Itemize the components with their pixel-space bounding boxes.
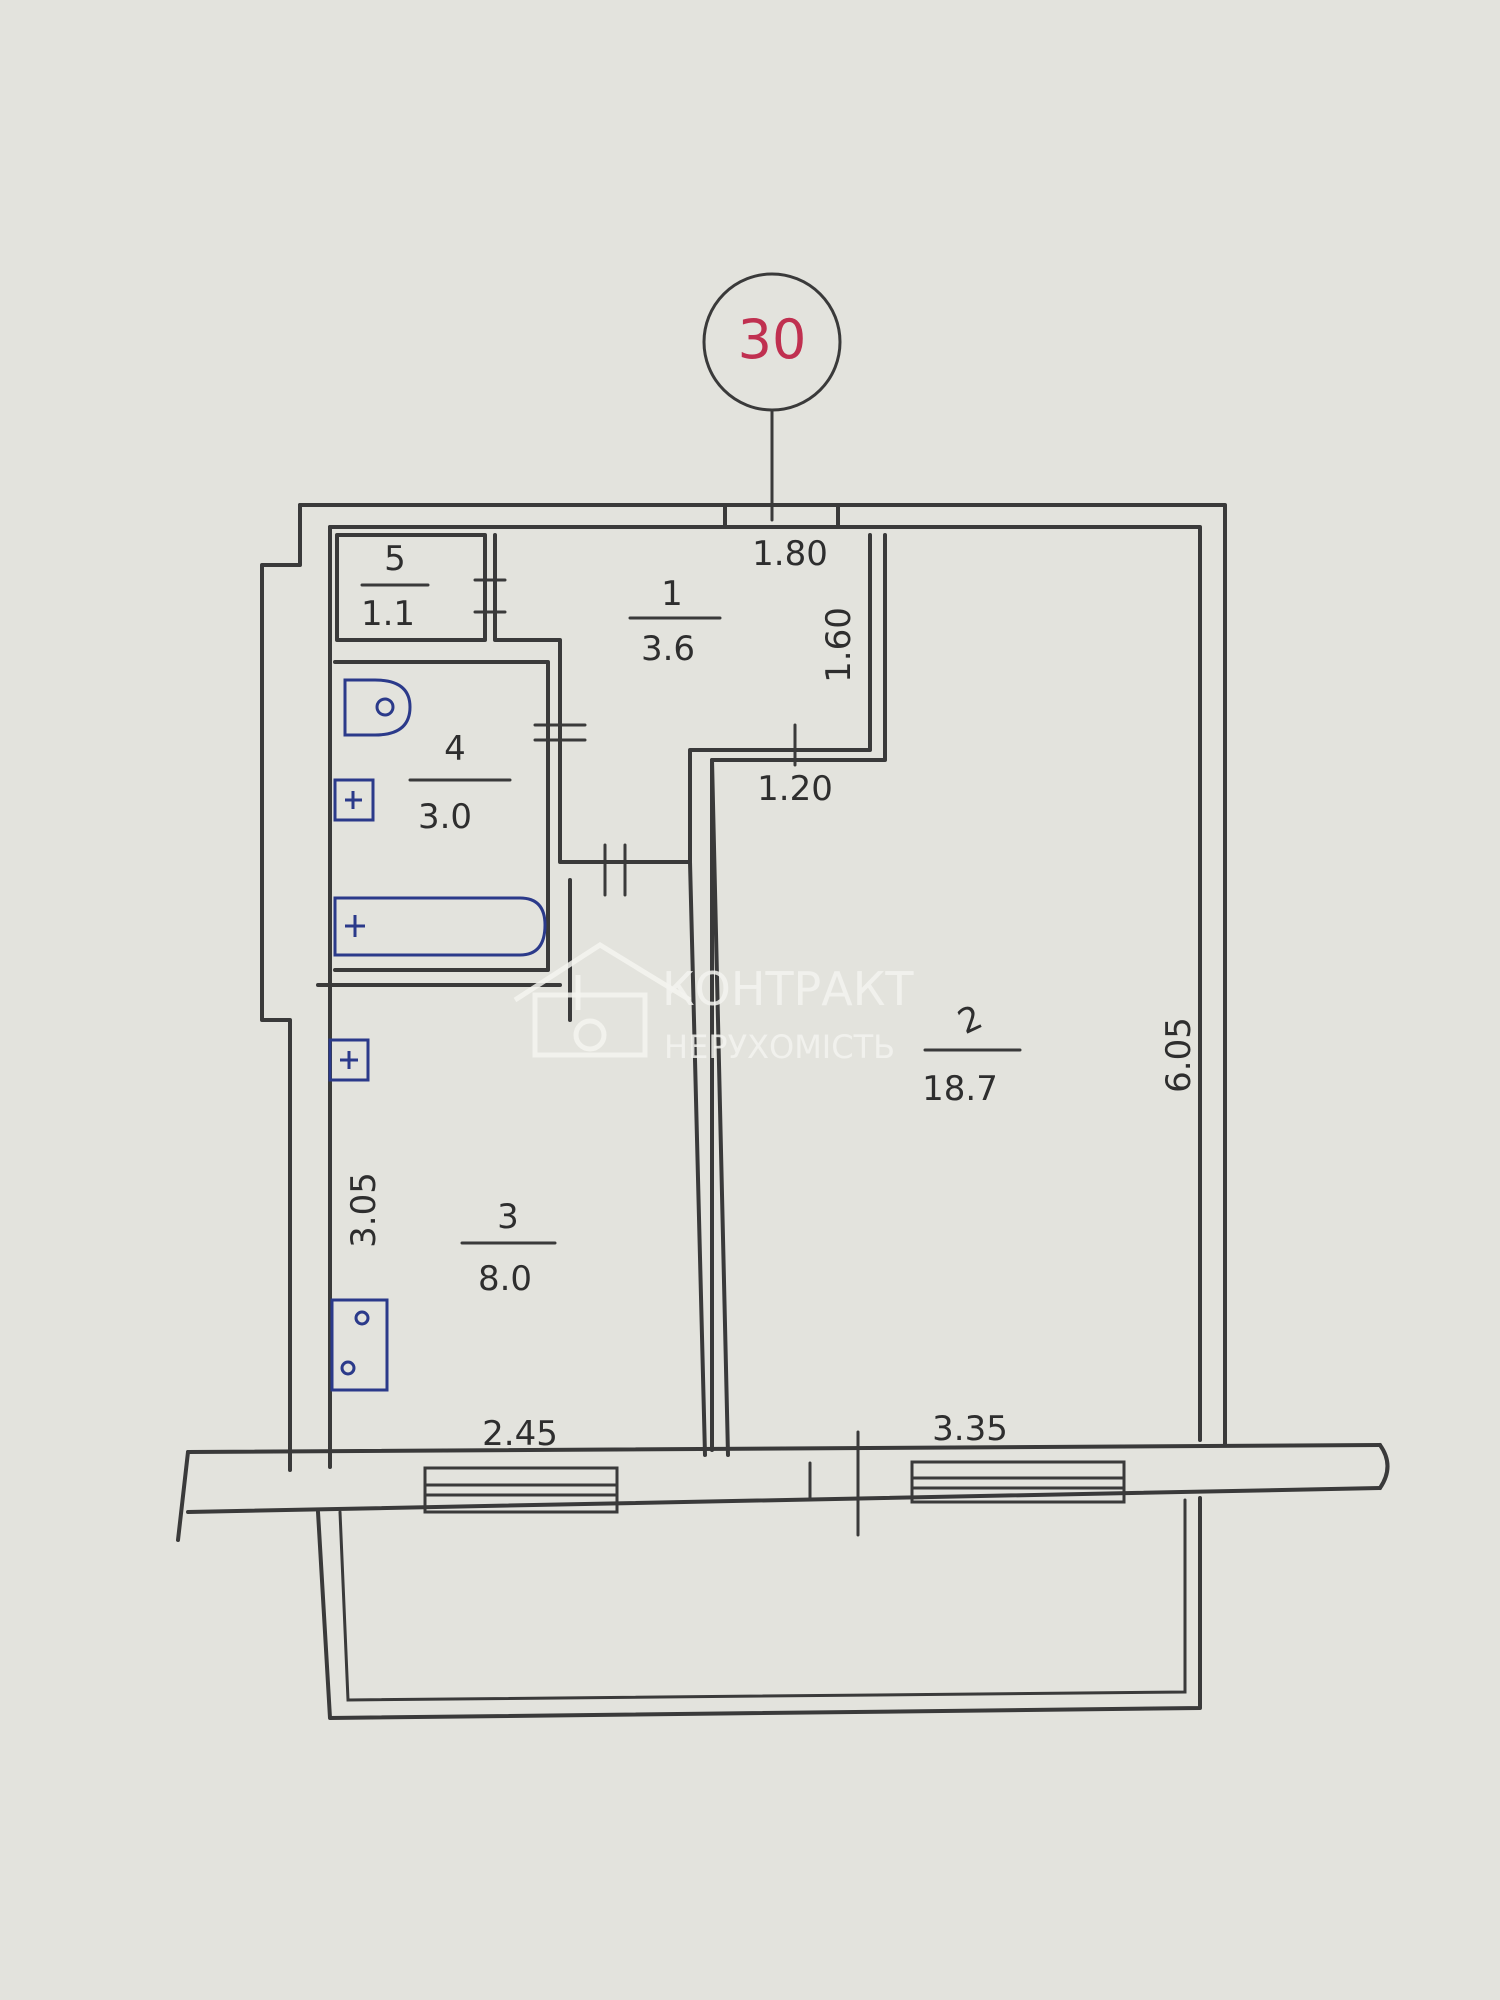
room-5-area: 1.1 (361, 594, 415, 634)
room-1-number: 1 (661, 574, 683, 614)
dim-hall-depth: 1.60 (819, 607, 859, 683)
watermark: КОНТРАКТ НЕРУХОМІСТЬ (513, 942, 914, 1066)
apartment-number: 30 (738, 308, 807, 371)
room-3-area: 8.0 (478, 1259, 532, 1299)
watermark-logo-text-2: НЕРУХОМІСТЬ (664, 1028, 895, 1066)
room-3-number: 3 (497, 1197, 519, 1237)
dim-living-depth: 6.05 (1159, 1017, 1199, 1093)
window-kitchen (423, 1466, 619, 1514)
dimension-labels: 1.80 1.60 1.20 6.05 3.35 3.05 2.45 (344, 534, 1199, 1454)
dim-kitchen-depth: 3.05 (344, 1172, 384, 1248)
room-2-area: 18.7 (922, 1069, 998, 1109)
toilet-icon (343, 678, 412, 737)
apartment-marker: 30 (702, 272, 842, 522)
balcony (316, 1496, 1202, 1720)
dim-hall-width: 1.80 (752, 534, 828, 574)
sink-icon (333, 778, 375, 822)
bathroom-fixtures (333, 678, 547, 957)
room-4-number: 4 (444, 729, 466, 769)
dim-hall-opening: 1.20 (757, 769, 833, 809)
exterior-walls (176, 503, 1390, 1542)
room-5-number: 5 (384, 539, 406, 579)
room-4-area: 3.0 (418, 797, 472, 837)
room-labels: 5 1.1 1 3.6 4 3.0 2 18.7 3 8.0 (360, 539, 1022, 1299)
dim-kitchen-width: 2.45 (482, 1414, 558, 1454)
stove-icon (330, 1298, 389, 1392)
dim-living-width: 3.35 (932, 1409, 1008, 1449)
bathtub-icon (333, 896, 547, 957)
kitchen-sink-icon (328, 1038, 370, 1082)
room-1-area: 3.6 (641, 629, 695, 669)
watermark-logo-text-1: КОНТРАКТ (662, 962, 914, 1016)
window-living (910, 1460, 1126, 1504)
kitchen-fixtures (328, 1038, 389, 1392)
interior-walls (316, 533, 887, 1457)
